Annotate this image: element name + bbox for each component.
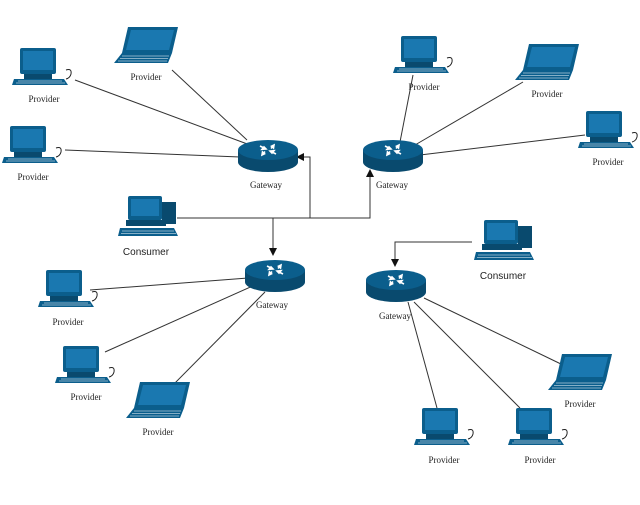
provider-label: Provider (29, 94, 60, 104)
router-icon (362, 139, 424, 173)
link-c1-gw1 (177, 153, 311, 219)
provider-2[interactable]: Provider (113, 26, 179, 82)
link-gw4-p10 (407, 301, 438, 409)
link-c1-gw2 (310, 169, 374, 219)
provider-10[interactable]: Provider (413, 407, 474, 465)
gateway-4[interactable]: Gateway (365, 269, 427, 321)
provider-label: Provider (71, 392, 102, 402)
provider-label: Provider (143, 427, 174, 437)
gateway-3[interactable]: Gateway (244, 259, 306, 310)
router-icon (365, 269, 427, 303)
provider-label: Provider (593, 157, 624, 167)
provider-5[interactable]: Provider (514, 43, 580, 99)
link-gw4-p12 (423, 297, 564, 366)
link-gw2-p5 (414, 81, 524, 146)
link-gw3-p7 (89, 277, 249, 291)
consumer-label: Consumer (480, 271, 527, 282)
link-c2-gw4 (391, 241, 472, 267)
laptop-icon (547, 353, 613, 391)
provider-label: Provider (131, 72, 162, 82)
laptop-icon (125, 381, 191, 419)
gateway-label: Gateway (376, 180, 408, 190)
provider-1[interactable]: Provider (11, 47, 72, 104)
consumer-1[interactable]: Consumer (117, 195, 179, 258)
desktop-icon (11, 47, 72, 86)
laptop-icon (514, 43, 580, 81)
desktop-icon (392, 35, 453, 74)
router-icon (237, 139, 299, 173)
links (64, 69, 586, 409)
gateway-2[interactable]: Gateway (362, 139, 424, 190)
desktop-icon (577, 110, 638, 149)
consumer-2[interactable]: Consumer (473, 219, 535, 282)
provider-7[interactable]: Provider (37, 269, 98, 327)
workstation-icon (117, 195, 179, 237)
gateway-label: Gateway (379, 311, 411, 321)
provider-label: Provider (525, 455, 556, 465)
laptop-icon (113, 26, 179, 64)
desktop-icon (507, 407, 568, 446)
desktop-icon (1, 125, 62, 164)
provider-11[interactable]: Provider (507, 407, 568, 465)
workstation-icon (473, 219, 535, 261)
gateway-label: Gateway (250, 180, 282, 190)
provider-label: Provider (18, 172, 49, 182)
link-gw2-p6 (419, 134, 586, 156)
link-gw3-p9 (172, 291, 266, 386)
gateway-label: Gateway (256, 300, 288, 310)
link-gw3-p8 (104, 284, 256, 353)
consumer-label: Consumer (123, 247, 170, 258)
provider-label: Provider (409, 82, 440, 92)
provider-8[interactable]: Provider (54, 345, 115, 402)
provider-12[interactable]: Provider (547, 353, 613, 409)
provider-label: Provider (532, 89, 563, 99)
link-gw2-p4 (399, 74, 414, 143)
gateway-1[interactable]: Gateway (237, 139, 299, 190)
link-gw4-p11 (413, 301, 521, 409)
provider-3[interactable]: Provider (1, 125, 62, 182)
link-gw1-p1 (74, 79, 251, 146)
desktop-icon (37, 269, 98, 308)
provider-6[interactable]: Provider (577, 110, 638, 167)
provider-4[interactable]: Provider (392, 35, 453, 92)
provider-label: Provider (53, 317, 84, 327)
provider-9[interactable]: Provider (125, 381, 191, 437)
link-gw1-p2 (171, 69, 248, 141)
router-icon (244, 259, 306, 293)
provider-label: Provider (565, 399, 596, 409)
desktop-icon (413, 407, 474, 446)
link-gw1-p3 (64, 149, 241, 158)
provider-label: Provider (429, 455, 460, 465)
